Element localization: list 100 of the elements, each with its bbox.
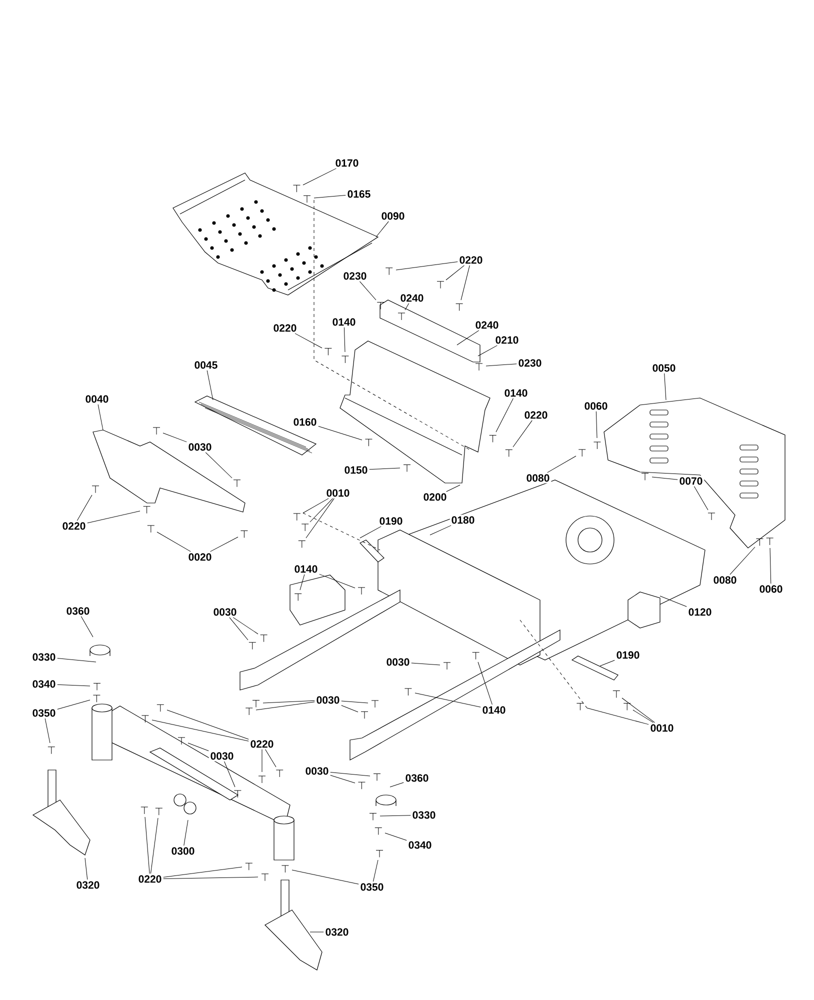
leader-line (210, 536, 238, 552)
callout-number: 0300 (170, 846, 196, 856)
callout-number: 0220 (272, 322, 298, 334)
leader-line (188, 742, 209, 752)
leader-line (586, 708, 649, 725)
callout-number: 0150 (342, 464, 370, 476)
callout-number: 0220 (522, 410, 550, 420)
callout-number: 0320 (324, 926, 350, 938)
leader-line (265, 749, 276, 768)
leader-line (57, 700, 90, 710)
leader-line (229, 617, 248, 640)
callout-number: 0240 (474, 320, 500, 330)
leader-line (396, 262, 458, 270)
leader-line (478, 662, 492, 705)
leader-line (302, 168, 336, 186)
callout-number: 0080 (524, 472, 552, 484)
leader-line (596, 411, 598, 438)
callout-number: 0360 (404, 772, 430, 784)
leader-line (156, 532, 191, 552)
callout-number: 0165 (346, 188, 372, 200)
leader-line (622, 698, 656, 723)
leader-line (84, 858, 88, 880)
callout-number: 0010 (648, 722, 676, 734)
leader-line (600, 660, 615, 666)
leader-line (384, 832, 407, 841)
callout-number: 0330 (30, 652, 58, 662)
leader-line (76, 494, 92, 521)
leader-line (632, 710, 654, 723)
leader-line (205, 452, 232, 478)
leader-line (262, 700, 315, 704)
leader-line (224, 761, 236, 788)
leader-line (694, 486, 708, 510)
leader-line (163, 866, 242, 878)
leader-line (344, 327, 346, 352)
leader-line (256, 702, 315, 710)
leader-line (319, 574, 356, 588)
leader-line (404, 303, 410, 310)
callout-number: 0020 (186, 552, 214, 562)
leader-line (302, 498, 329, 514)
callout-number: 0330 (410, 810, 438, 820)
callout-number: 0060 (582, 400, 610, 412)
callout-number: 0030 (208, 750, 236, 762)
leader-line (446, 484, 460, 492)
leader-line (300, 574, 305, 590)
callout-number: 0045 (192, 360, 220, 370)
leader-line (414, 692, 481, 708)
callout-number: 0190 (378, 516, 404, 526)
callout-number: 0350 (30, 708, 58, 718)
leader-line (57, 684, 90, 686)
callout-number: 0160 (292, 416, 318, 428)
leader-line (152, 720, 249, 742)
leader-line (166, 710, 249, 740)
callout-number: 0120 (686, 606, 714, 618)
leader-line (232, 617, 258, 634)
leader-line (512, 420, 532, 448)
leader-line (184, 820, 188, 846)
callout-number: 0320 (74, 880, 102, 890)
callout-number: 0080 (712, 574, 738, 586)
leader-line (496, 398, 514, 432)
leader-line (306, 498, 334, 538)
leader-line (57, 658, 96, 662)
callout-number: 0030 (212, 606, 238, 618)
leader-line (341, 700, 368, 704)
leader-line (372, 860, 378, 882)
callout-number: 0030 (186, 442, 214, 452)
callout-number: 0220 (458, 254, 484, 266)
callout-number: 0230 (516, 358, 544, 368)
leader-line (310, 498, 334, 522)
leader-line (360, 281, 376, 300)
callout-number: 0140 (480, 704, 508, 716)
callout-number: 0180 (450, 514, 476, 526)
callout-number: 0350 (358, 882, 386, 892)
leader-line (380, 815, 411, 816)
leader-line (314, 194, 346, 198)
leader-line (486, 364, 517, 366)
callout-number: 0010 (324, 488, 352, 498)
callout-number: 0220 (60, 520, 88, 532)
leader-line (206, 370, 214, 400)
leader-line (80, 616, 94, 638)
leader-line (547, 456, 576, 473)
leader-line (770, 548, 772, 584)
callout-number: 0200 (422, 492, 448, 502)
leader-line (360, 526, 382, 538)
callout-number: 0090 (380, 210, 406, 222)
leader-line (341, 705, 358, 712)
callout-number: 0220 (136, 874, 164, 884)
callout-number: 0340 (30, 678, 58, 690)
leader-line (87, 510, 140, 524)
callout-number: 0220 (248, 738, 276, 750)
leader-line (98, 404, 104, 430)
leader-line (478, 345, 498, 356)
callout-number: 0030 (314, 694, 342, 706)
leader-line (456, 330, 480, 346)
callout-number: 0360 (64, 606, 92, 616)
callout-number: 0040 (84, 394, 110, 404)
leader-line (411, 662, 440, 666)
callout-number: 0060 (758, 584, 784, 594)
leader-line (162, 432, 187, 442)
callout-number: 0240 (398, 292, 426, 304)
callout-number: 0050 (650, 362, 678, 374)
